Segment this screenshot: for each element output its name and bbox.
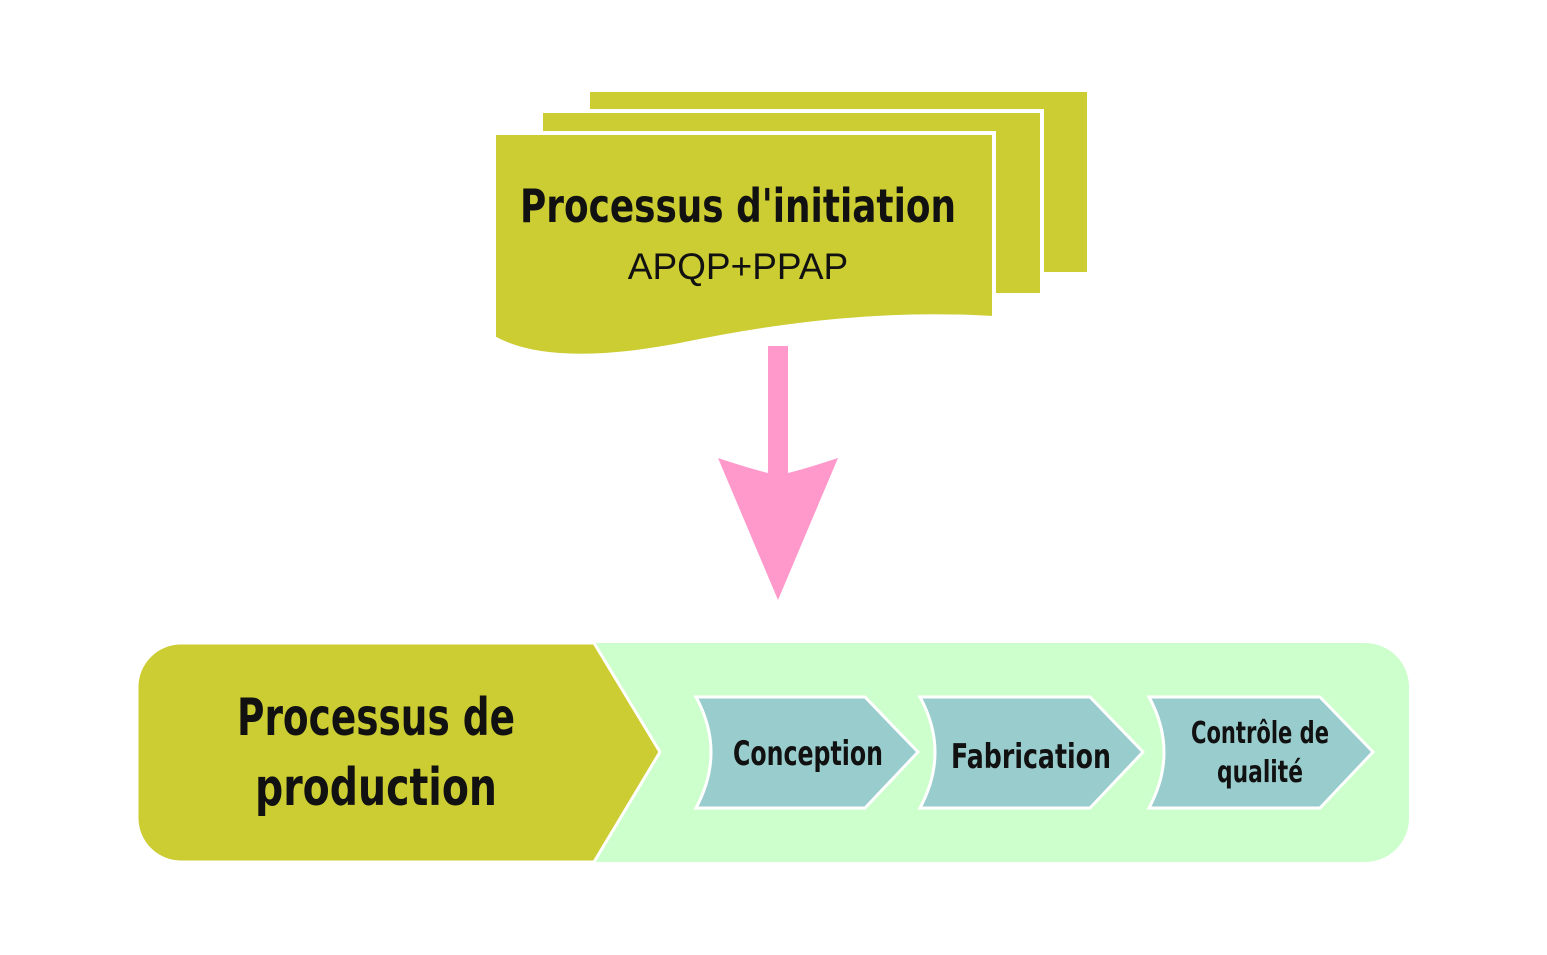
document-front-sheet	[492, 131, 996, 358]
step-label-line2: qualité	[1217, 755, 1303, 790]
step-chevron-controle-qualite: Contrôle de qualité	[1146, 695, 1376, 810]
step-shape	[1146, 695, 1376, 810]
production-title-line2: production	[255, 758, 497, 818]
step-chevron-conception: Conception	[693, 695, 921, 810]
initiation-document-stack: Processus d'initiation APQP+PPAP	[492, 88, 1091, 358]
step-chevron-fabrication: Fabrication	[917, 695, 1146, 810]
step-shape	[917, 695, 1146, 810]
down-arrow	[718, 346, 838, 600]
initiation-title: Processus d'initiation	[520, 179, 956, 233]
step-shape	[693, 695, 921, 810]
step-label-line1: Contrôle de	[1191, 716, 1329, 751]
initiation-subtitle: APQP+PPAP	[628, 246, 848, 287]
production-label-chevron	[135, 641, 662, 864]
step-label: Conception	[733, 734, 883, 774]
step-label: Fabrication	[951, 737, 1111, 777]
production-title-line1: Processus de	[237, 688, 515, 748]
